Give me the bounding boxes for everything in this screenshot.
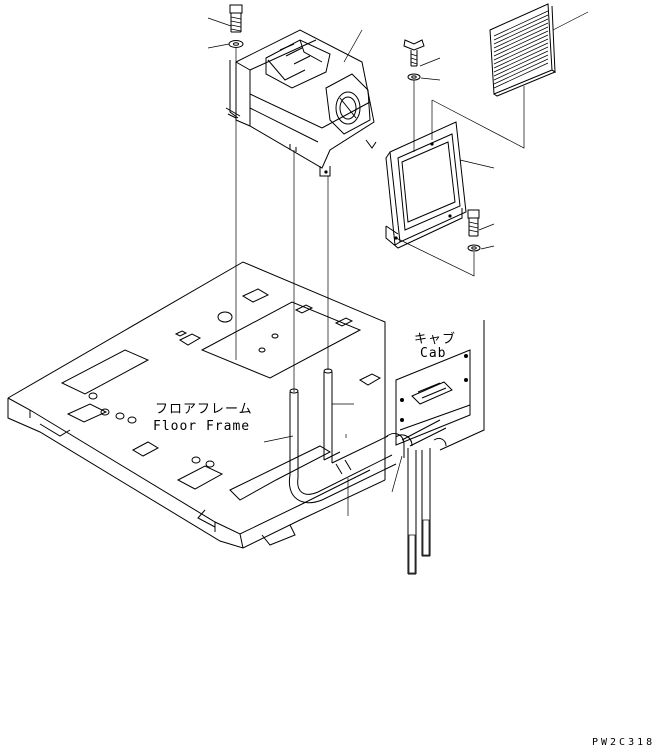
- assembly-lines: [235, 48, 525, 438]
- bolt-icon: [229, 4, 243, 33]
- cab-label-jp: キャブ: [414, 331, 456, 347]
- washer-icon: [228, 40, 244, 48]
- floor-frame-label-en: Floor Frame: [153, 419, 250, 434]
- cab-wall: [384, 320, 485, 480]
- heater-unit: [225, 29, 377, 177]
- filter-case: [385, 121, 467, 249]
- filter-panel: [489, 3, 557, 97]
- floor-frame: [7, 261, 386, 549]
- duct-pipes: [288, 368, 447, 575]
- drawing-code: PW2C318: [592, 737, 655, 748]
- washer-icon: [467, 244, 481, 252]
- leader-lines: [207, 11, 589, 516]
- washer-icon: [407, 73, 421, 81]
- wing-bolt-icon: [403, 39, 425, 67]
- cab-label-en: Cab: [420, 346, 446, 361]
- floor-frame-label-jp: フロアフレーム: [155, 402, 253, 417]
- bolt-icon: [467, 209, 480, 237]
